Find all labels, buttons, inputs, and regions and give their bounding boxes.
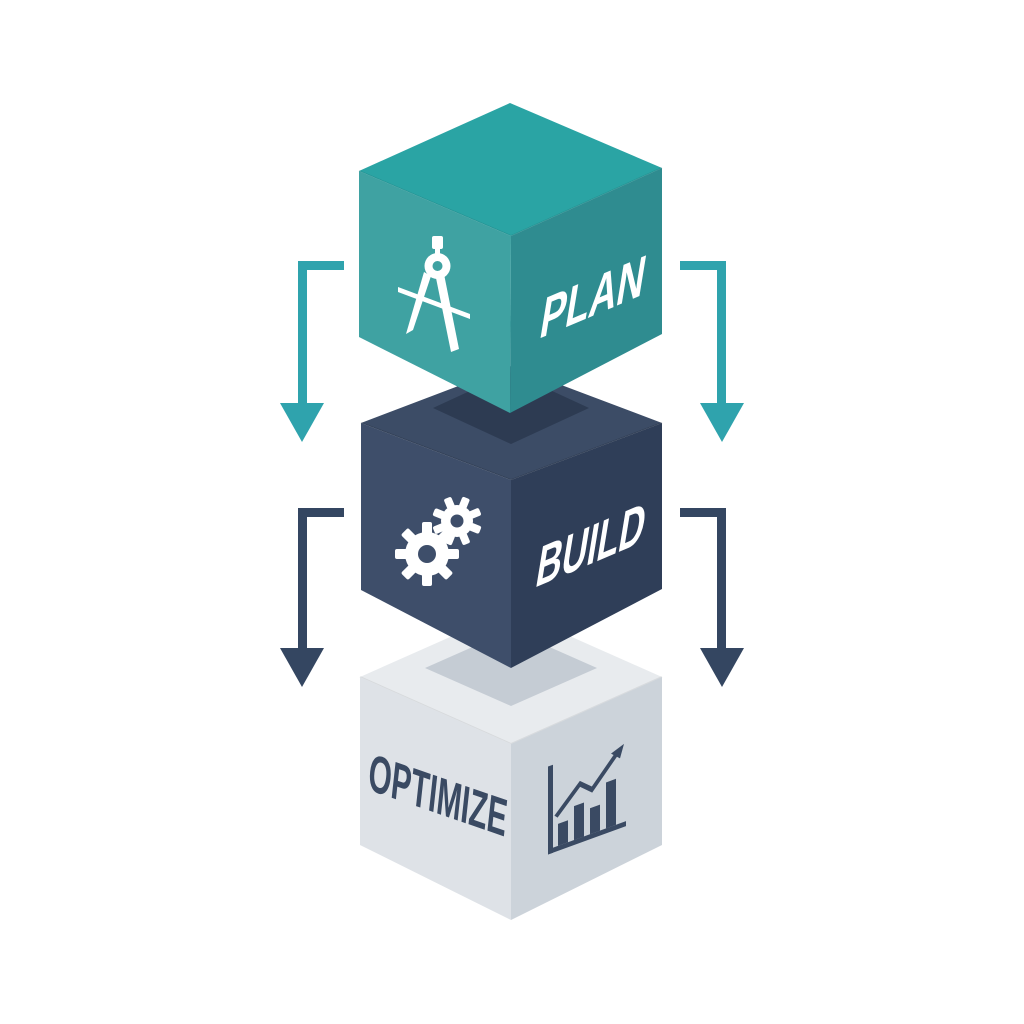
arrow-vertical-segment — [717, 508, 726, 648]
arrow-build-to-optimize-right — [680, 508, 744, 687]
gears-icon — [395, 496, 482, 586]
arrow-plan-to-build-right — [680, 261, 744, 442]
arrow-horizontal-segment — [298, 508, 344, 517]
drafting-compass-icon — [398, 236, 470, 352]
arrow-build-to-optimize-left — [280, 508, 344, 687]
optimize-cube-right-face — [511, 677, 662, 920]
optimize-cube-left-face — [360, 677, 511, 920]
gear-hole — [418, 545, 436, 563]
arrow-head — [280, 403, 324, 442]
arrow-vertical-segment — [298, 261, 307, 403]
compass-needle-leg — [406, 272, 431, 334]
chart-bar — [606, 778, 616, 829]
arrow-head — [280, 648, 324, 687]
optimize-cube — [359, 610, 663, 920]
arrow-horizontal-segment — [680, 508, 726, 517]
compass-straightedge — [398, 287, 470, 319]
gear-tooth — [446, 549, 459, 559]
chart-trend-line — [554, 753, 618, 818]
build-cube-right-face — [511, 423, 662, 668]
chart-bar — [558, 820, 568, 846]
chart-trend-arrowhead — [611, 743, 624, 759]
arrow-plan-to-build-left — [280, 261, 344, 442]
gear-small — [432, 496, 482, 546]
chart-x-axis — [548, 821, 626, 855]
plan-cube — [358, 103, 663, 413]
gear-hole — [450, 514, 464, 528]
chart-bar — [590, 804, 600, 835]
arrow-head — [700, 403, 744, 442]
gear-tooth — [422, 573, 432, 586]
compass-knob — [432, 236, 443, 249]
arrow-head — [700, 648, 744, 687]
gear-tooth — [422, 522, 432, 535]
arrow-horizontal-segment — [680, 261, 726, 270]
arrow-horizontal-segment — [298, 261, 344, 270]
compass-pencil-leg — [436, 274, 459, 352]
plan-cube-top-face — [359, 103, 662, 236]
bar-chart-growth-icon — [548, 743, 626, 855]
chart-y-axis — [548, 764, 553, 855]
chart-bar — [574, 802, 584, 841]
compass-hinge-hole — [432, 261, 443, 271]
gear-tooth — [395, 549, 408, 559]
arrow-vertical-segment — [298, 508, 307, 648]
arrow-vertical-segment — [717, 261, 726, 403]
plan-cube-right-face — [510, 168, 662, 413]
plan-cube-left-face — [359, 171, 511, 413]
gear-large — [395, 522, 459, 586]
compass-neck — [435, 248, 440, 256]
